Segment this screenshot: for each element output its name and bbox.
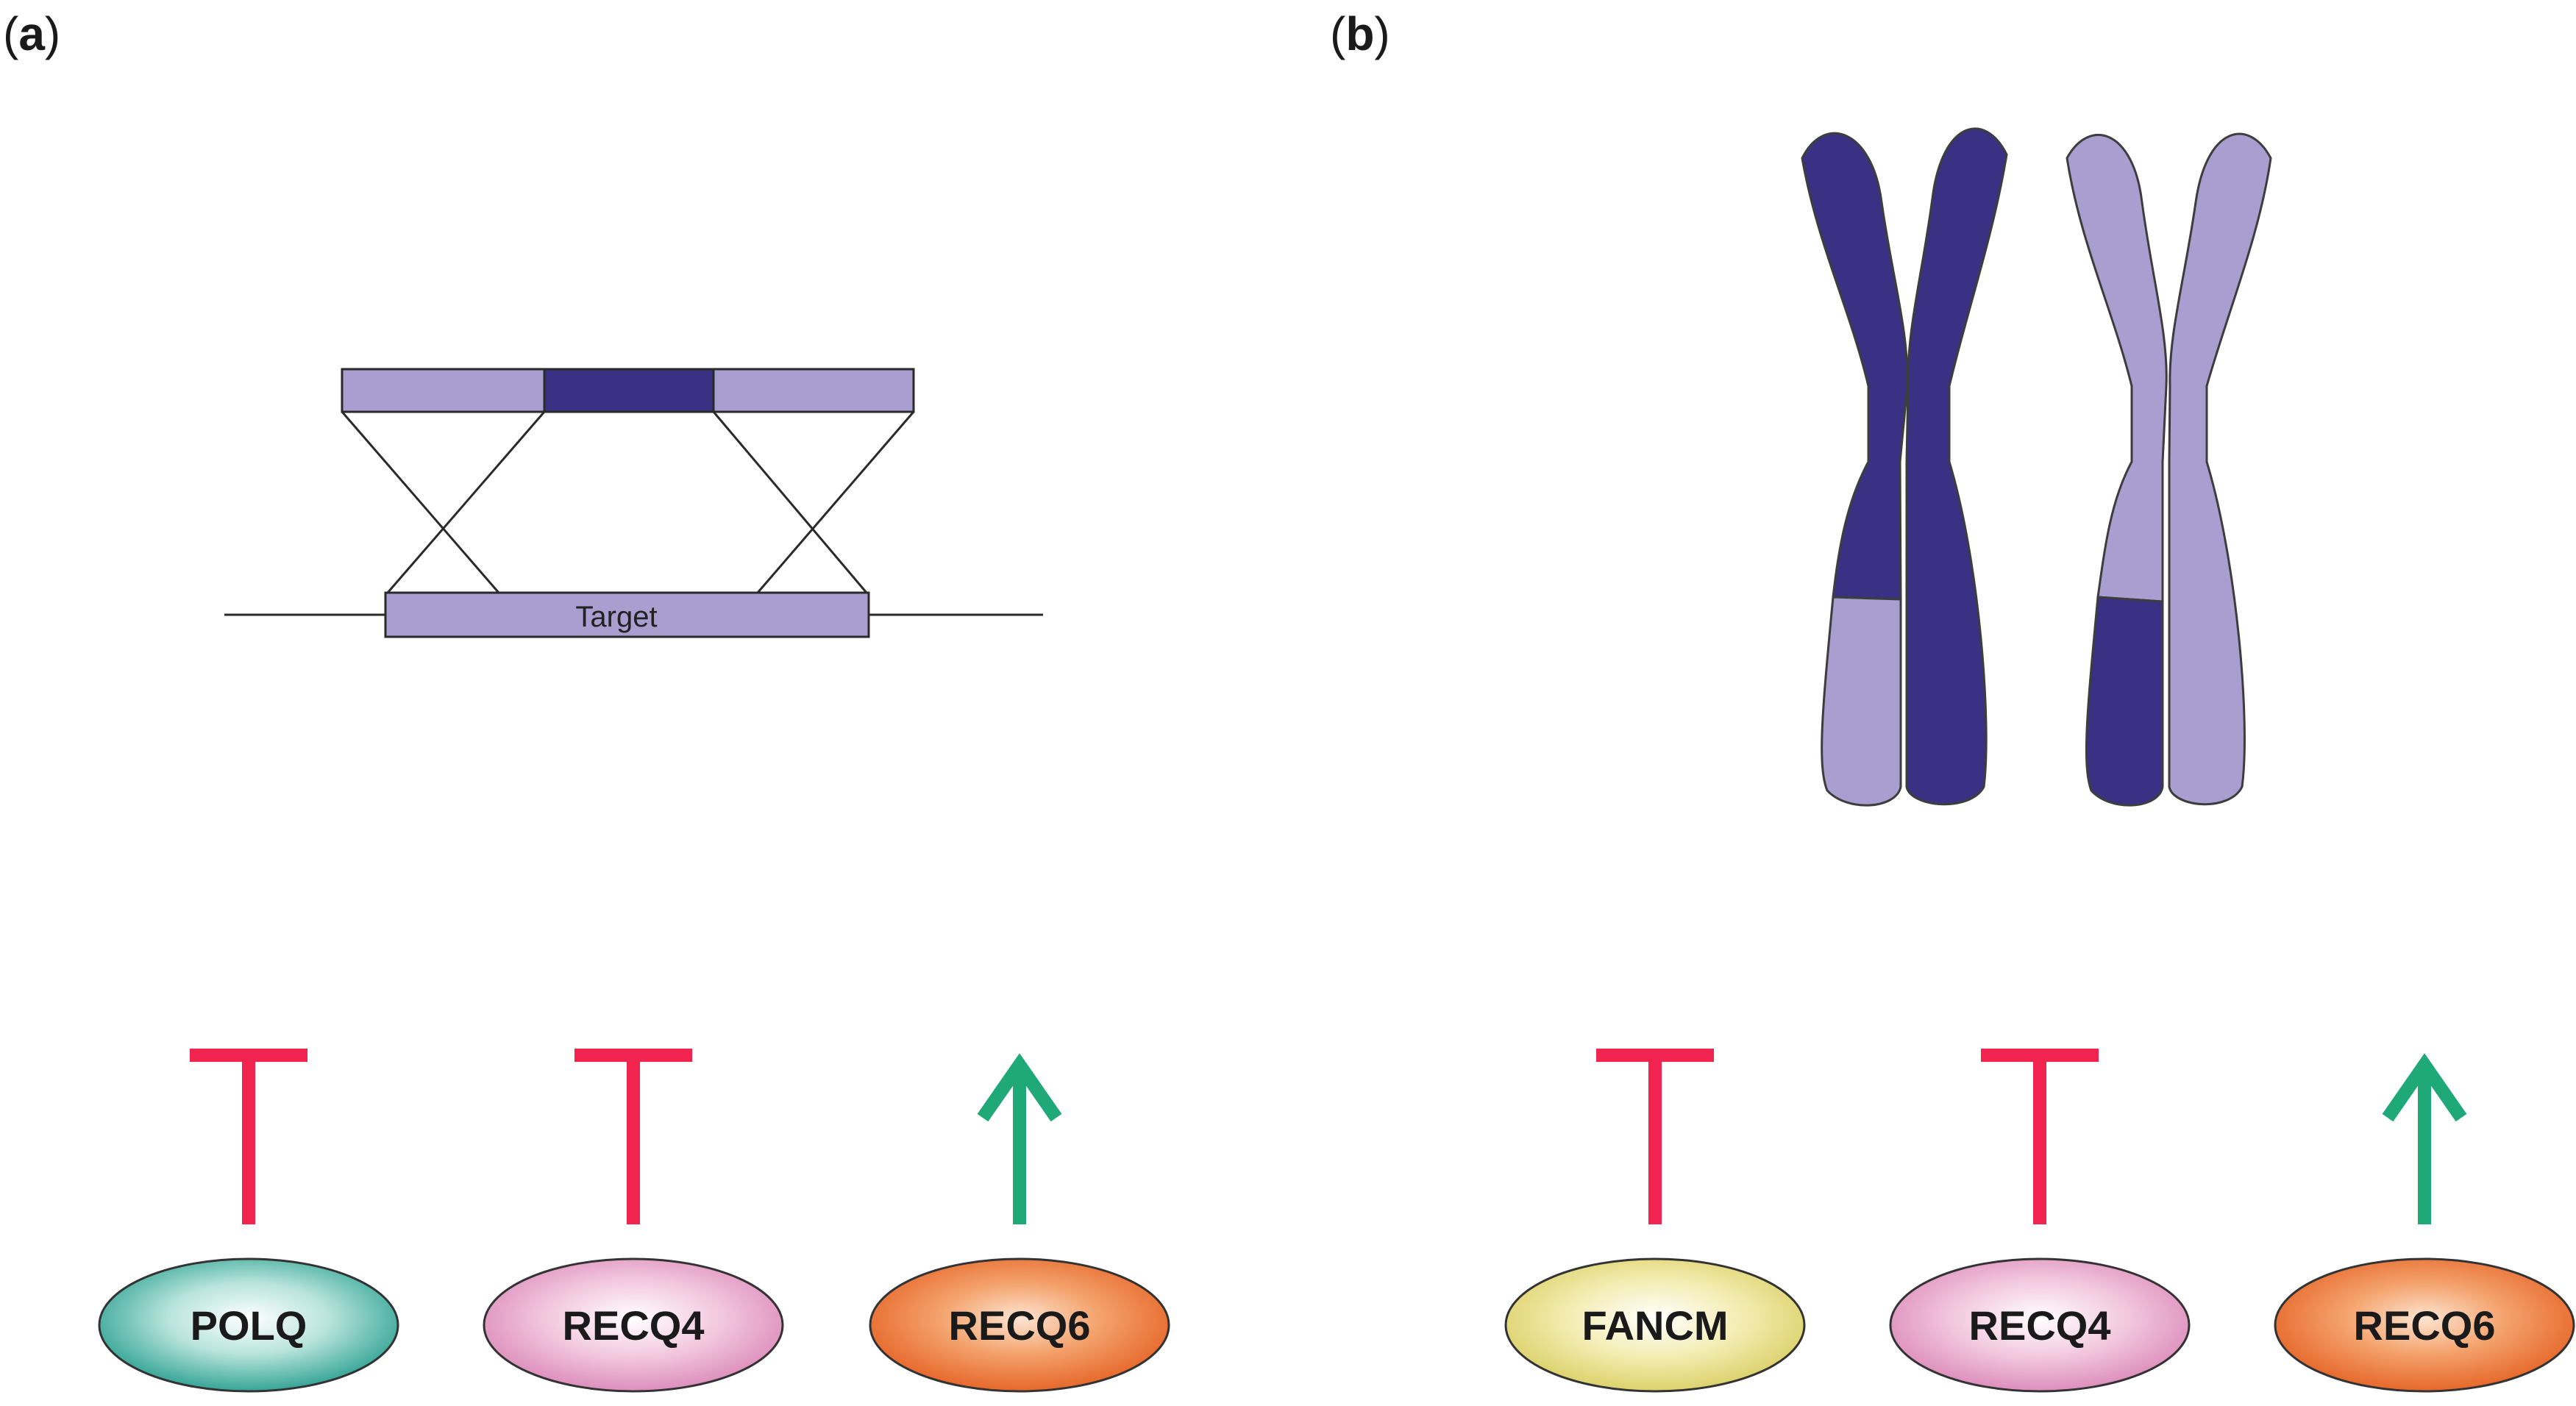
panel-label-a: (a) [3, 7, 60, 60]
gene-node-polq: POLQ [98, 1257, 399, 1393]
target-label: Target [575, 601, 657, 633]
gene-node-recq6-a: RECQ6 [869, 1257, 1170, 1393]
chromatid-1-left-exchanged [1821, 596, 1902, 807]
gene-label-recq6-b: RECQ6 [2354, 1302, 2496, 1349]
inhibit-marker-recq4-a [574, 1049, 692, 1224]
chromosome-pair [1801, 127, 2272, 807]
chromosome-1-dark [1801, 127, 2008, 807]
inhibit-marker-polq [190, 1049, 307, 1224]
homology-arm-left [341, 368, 546, 413]
chromatid-2-left-exchanged [2085, 596, 2164, 807]
chromatid-2-right [2168, 132, 2272, 806]
gene-node-recq4-b: RECQ4 [1889, 1257, 2191, 1393]
crossover-lines [341, 411, 915, 593]
promote-arrow-recq6-a [977, 1053, 1062, 1224]
chromatid-1-left [1801, 132, 1909, 601]
gene-node-recq4-a: RECQ4 [483, 1257, 784, 1393]
chromatid-1-right [1905, 127, 2008, 806]
panel-label-b: (b) [1330, 7, 1390, 60]
regulator-markers [190, 1049, 2467, 1224]
target-locus: Target [224, 591, 1043, 638]
gene-label-fancm: FANCM [1581, 1302, 1728, 1349]
gene-node-fancm: FANCM [1504, 1257, 1806, 1393]
gene-label-recq6-a: RECQ6 [949, 1302, 1091, 1349]
gene-node-recq6-b: RECQ6 [2274, 1257, 2575, 1393]
chromosome-2-light [2066, 132, 2272, 807]
inhibit-marker-recq4-b [1981, 1049, 2099, 1224]
target-box [384, 591, 870, 638]
promote-arrow-recq6-b [2382, 1053, 2467, 1224]
homology-arm-right [712, 368, 915, 413]
inhibit-marker-fancm [1596, 1049, 1714, 1224]
chromatid-2-left [2066, 133, 2168, 603]
insert-segment [543, 368, 715, 413]
targeting-construct [341, 368, 915, 413]
gene-label-recq4-b: RECQ4 [1969, 1302, 2111, 1349]
gene-label-polq: POLQ [191, 1302, 307, 1349]
gene-label-recq4-a: RECQ4 [563, 1302, 705, 1349]
